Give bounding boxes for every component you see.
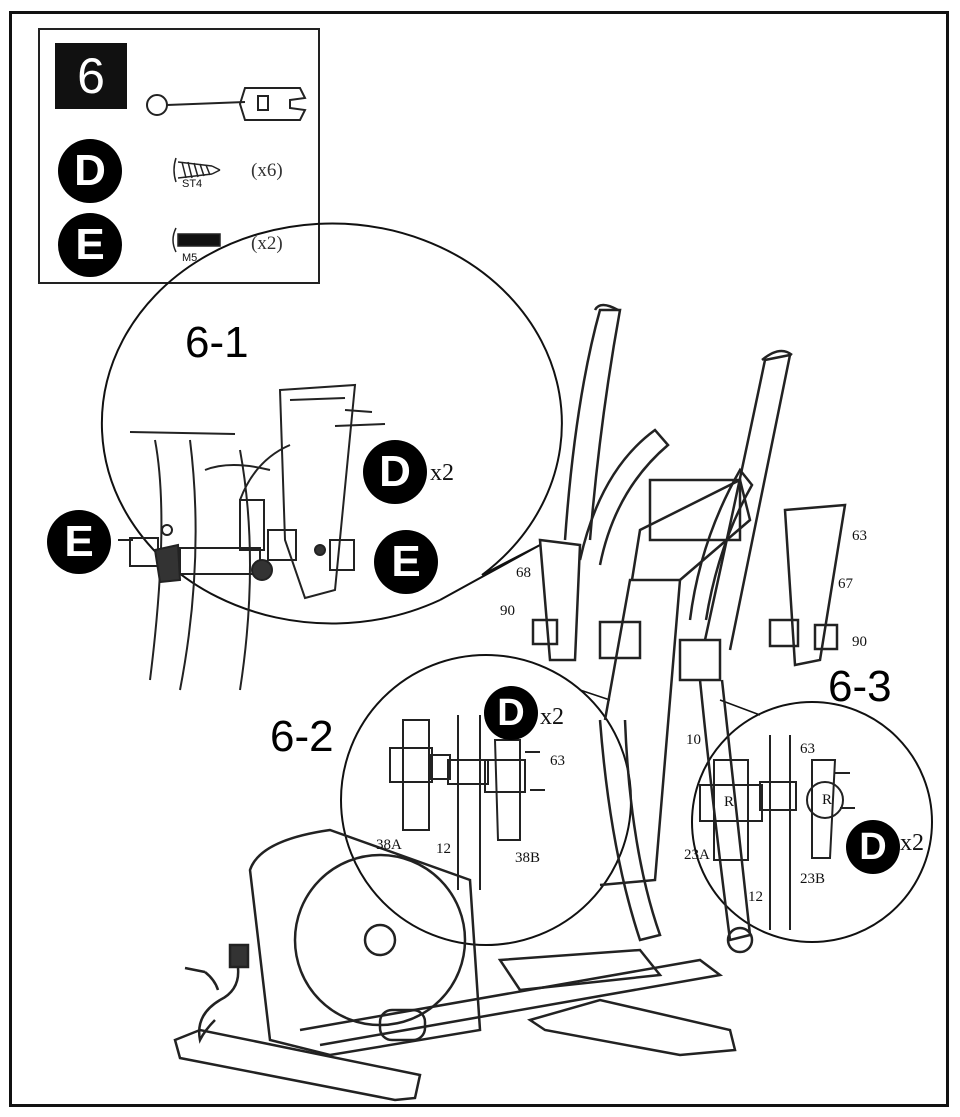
part-90-right: 90 bbox=[852, 634, 867, 650]
hardware-e-badge: E bbox=[58, 213, 122, 277]
d-6-3-d-badge: D bbox=[846, 820, 900, 874]
label-r-2: R bbox=[822, 792, 833, 808]
d-6-1-d-badge: D bbox=[363, 440, 427, 504]
hardware-e-spec: M5 bbox=[182, 252, 198, 264]
d-6-1-e-badge-right: E bbox=[374, 530, 438, 594]
d-6-1-e-badge-left: E bbox=[47, 510, 111, 574]
hardware-d-badge: D bbox=[58, 139, 122, 203]
part-38a: 38A bbox=[376, 837, 402, 853]
label-r-1: R bbox=[724, 794, 735, 810]
d-6-2-d-mult: x2 bbox=[540, 704, 564, 730]
bolt-m5-icon bbox=[172, 227, 221, 253]
d-6-2-d-badge: D bbox=[484, 686, 538, 740]
elliptical-machine-drawing bbox=[173, 303, 847, 1102]
part-90-left: 90 bbox=[500, 603, 515, 619]
parts-box bbox=[38, 28, 320, 284]
hardware-e-qty: (x2) bbox=[251, 233, 283, 254]
page-frame bbox=[9, 11, 949, 1107]
detail-6-2-circle bbox=[340, 654, 632, 946]
hardware-d-spec: ST4 bbox=[182, 178, 203, 190]
part-67: 67 bbox=[838, 576, 853, 592]
d-6-1-d-mult: x2 bbox=[430, 460, 454, 486]
part-63-detail-2: 63 bbox=[550, 753, 565, 769]
screw-st4-icon bbox=[173, 157, 221, 183]
part-23a: 23A bbox=[684, 847, 710, 863]
part-63-main: 63 bbox=[852, 528, 867, 544]
detail-6-2-title: 6-2 bbox=[270, 712, 334, 761]
wrench-icon bbox=[146, 87, 307, 121]
part-23b: 23B bbox=[800, 871, 826, 887]
detail-6-1-title: 6-1 bbox=[185, 318, 249, 367]
d-6-3-d-mult: x2 bbox=[900, 830, 924, 856]
part-68: 68 bbox=[516, 565, 531, 581]
detail-6-3-drawing bbox=[699, 735, 855, 930]
step-number-badge: 6 bbox=[55, 43, 127, 109]
detail-6-1-drawing bbox=[118, 383, 386, 691]
part-12-detail-3: 12 bbox=[748, 889, 763, 905]
part-10: 10 bbox=[686, 732, 701, 748]
part-12-detail-2: 12 bbox=[436, 841, 451, 857]
detail-6-3-title: 6-3 bbox=[828, 662, 892, 711]
part-63-detail-3: 63 bbox=[800, 741, 815, 757]
detail-6-2-drawing bbox=[389, 715, 545, 890]
part-38b: 38B bbox=[515, 850, 541, 866]
power-adapter-icon bbox=[184, 943, 250, 1044]
hardware-d-qty: (x6) bbox=[251, 160, 283, 181]
